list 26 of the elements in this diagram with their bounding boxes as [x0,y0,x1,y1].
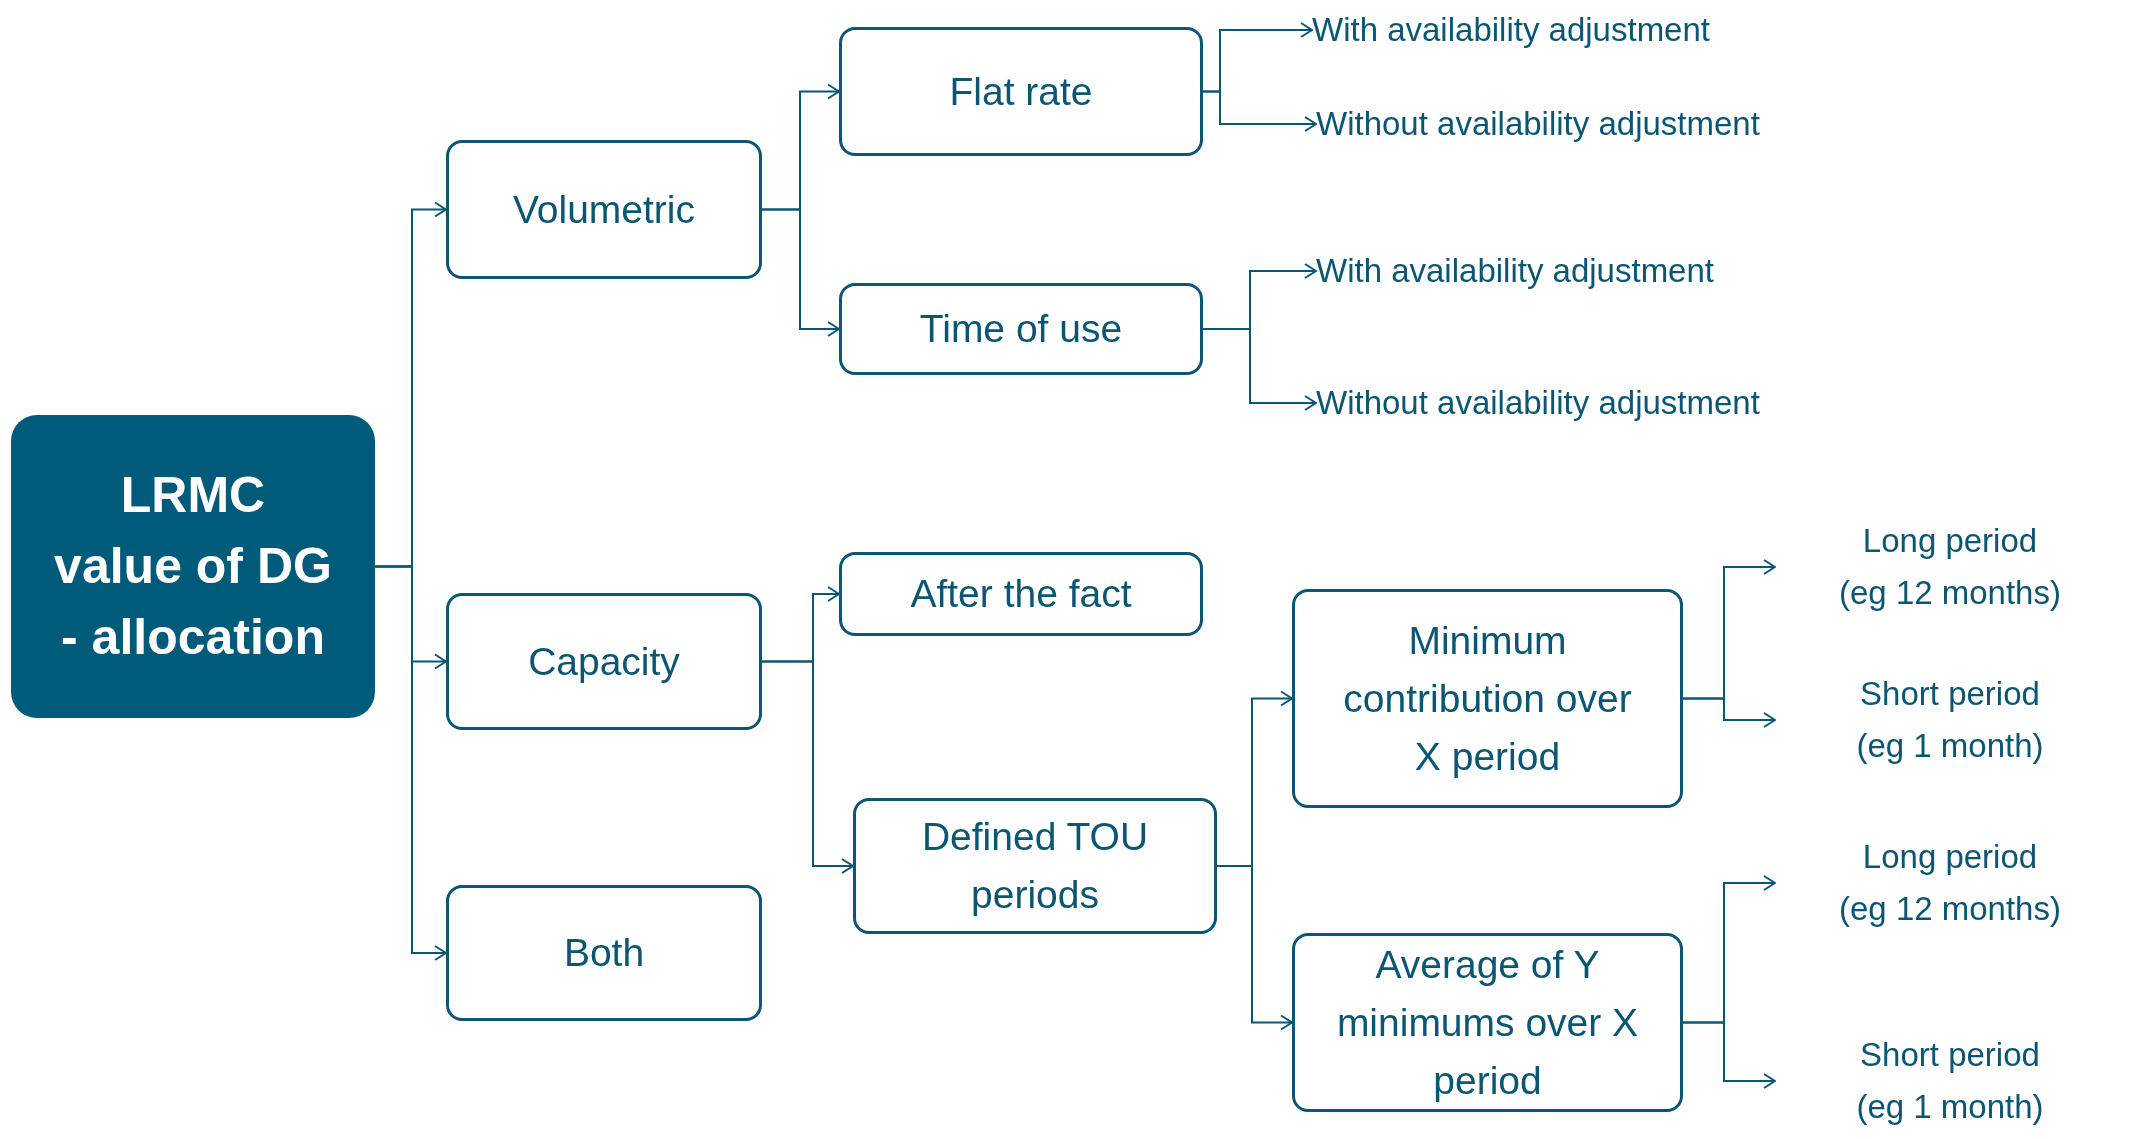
connector-arrow [761,660,854,874]
category-box: Both [446,885,762,1021]
option-text: Long period (eg 12 months) [1775,831,2125,935]
category-box: Average of Y minimums over X period [1292,933,1683,1112]
category-box: Time of use [839,283,1203,375]
connector-arrow [1216,865,1293,1031]
connector-arrow [761,208,840,337]
category-box: Flat rate [839,27,1203,156]
option-text: With availability adjustment [1312,8,2012,52]
root-box: LRMC value of DG - allocation [11,415,375,718]
connector-arrow [1682,697,1776,728]
option-text: Short period (eg 1 month) [1775,1029,2125,1133]
connector-arrow [1202,328,1317,411]
category-box: Volumetric [446,140,762,279]
category-box: Defined TOU periods [853,798,1217,934]
option-text: Without availability adjustment [1316,381,2016,425]
option-text: Long period (eg 12 months) [1775,515,2125,619]
connector-arrow [374,565,447,961]
option-text: With availability adjustment [1316,249,2016,293]
connector-arrow [1682,1021,1776,1089]
option-text: Without availability adjustment [1316,102,2016,146]
category-box: Minimum contribution over X period [1292,589,1683,808]
category-box: Capacity [446,593,762,730]
connector-arrow [1202,90,1317,132]
option-text: Short period (eg 1 month) [1775,668,2125,772]
category-box: After the fact [839,552,1203,636]
